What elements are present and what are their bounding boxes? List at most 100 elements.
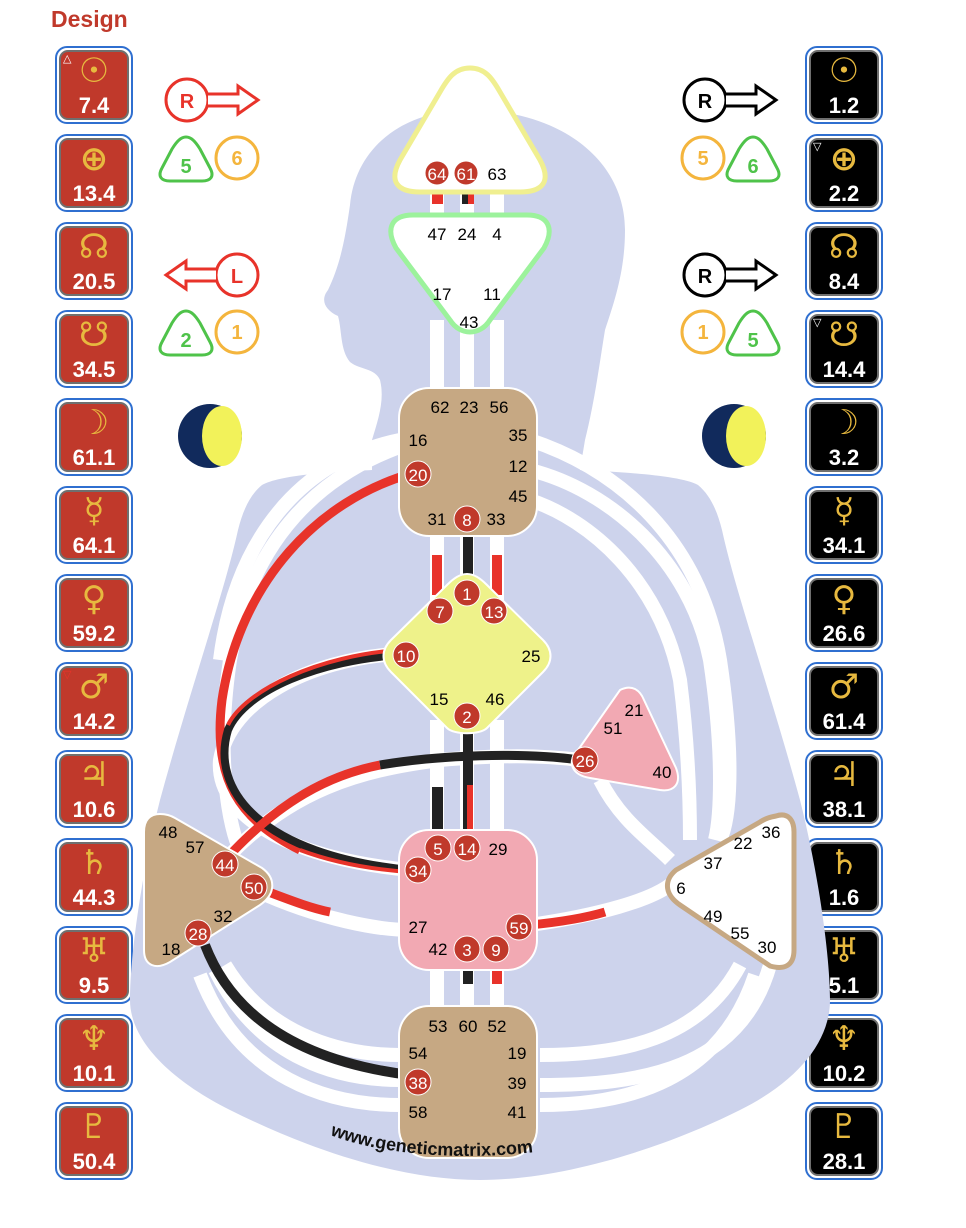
pluto-icon: ♇ bbox=[828, 1107, 860, 1147]
gate-18: 18 bbox=[162, 940, 181, 959]
gate-25: 25 bbox=[522, 647, 541, 666]
personality-uranus-value: 5.1 bbox=[828, 973, 860, 998]
heart-center[interactable]: 21 51 26 40 bbox=[570, 686, 679, 792]
design-pluto-tile[interactable]: ♇50.4 bbox=[55, 1102, 133, 1180]
gate-51: 51 bbox=[604, 719, 623, 738]
design-jupiter-tile[interactable]: ♃10.6 bbox=[55, 750, 133, 828]
design-top-arrow-letter: R bbox=[180, 91, 195, 113]
gate-19: 19 bbox=[508, 1044, 527, 1063]
personality-bottom-arrow[interactable]: R bbox=[682, 252, 779, 298]
gate-20: 20 bbox=[409, 466, 428, 485]
design-bottom-circle-value: 1 bbox=[231, 322, 242, 344]
personality-sun-tile[interactable]: ☉1.2 bbox=[805, 46, 883, 124]
sacral-center[interactable]: 5 14 29 34 27 59 42 3 9 bbox=[398, 829, 538, 971]
gate-13: 13 bbox=[485, 603, 504, 622]
personality-south-node-tile[interactable]: ▽☋14.4 bbox=[805, 310, 883, 388]
gate-39: 39 bbox=[508, 1074, 527, 1093]
design-uranus-value: 9.5 bbox=[78, 973, 110, 998]
personality-moon-tile[interactable]: ☽3.2 bbox=[805, 398, 883, 476]
gate-60: 60 bbox=[459, 1017, 478, 1036]
personality-jupiter-value: 38.1 bbox=[822, 797, 866, 822]
design-neptune-tile[interactable]: ♆10.1 bbox=[55, 1014, 133, 1092]
gate-40: 40 bbox=[653, 763, 672, 782]
design-venus-tile[interactable]: ♀59.2 bbox=[55, 574, 133, 652]
throat-center[interactable]: 62 23 56 16 35 12 20 45 31 8 33 bbox=[398, 387, 538, 537]
gate-11: 11 bbox=[483, 285, 501, 304]
sun-icon: ☉ bbox=[828, 51, 860, 91]
design-earth-tile[interactable]: ⊕13.4 bbox=[55, 134, 133, 212]
personality-saturn-tile[interactable]: ♄1.6 bbox=[805, 838, 883, 916]
gate-21: 21 bbox=[625, 701, 644, 720]
personality-venus-value: 26.6 bbox=[822, 621, 866, 646]
gate-54: 54 bbox=[409, 1044, 428, 1063]
personality-top-circle-value: 5 bbox=[697, 148, 708, 170]
saturn-icon: ♄ bbox=[828, 843, 860, 883]
g-center[interactable]: 1 7 13 10 25 15 2 46 bbox=[382, 572, 552, 735]
personality-mercury-tile[interactable]: ☿34.1 bbox=[805, 486, 883, 564]
design-jupiter-value: 10.6 bbox=[72, 797, 116, 822]
gate-16: 16 bbox=[409, 431, 428, 450]
design-earth-value: 13.4 bbox=[72, 181, 116, 206]
exalted-triangle-icon: △ bbox=[63, 52, 72, 65]
head-center[interactable]: 64 61 63 bbox=[392, 65, 548, 195]
gate-46: 46 bbox=[486, 690, 505, 709]
design-bottom-arrow[interactable]: L bbox=[163, 252, 260, 298]
design-north-node-tile[interactable]: ☊20.5 bbox=[55, 222, 133, 300]
personality-moon-value: 3.2 bbox=[828, 445, 860, 470]
moon-icon: ☽ bbox=[78, 403, 110, 443]
design-mars-tile[interactable]: ▽♂14.2 bbox=[55, 662, 133, 740]
venus-icon: ♀ bbox=[81, 579, 107, 619]
design-moon-tile[interactable]: ☽61.1 bbox=[55, 398, 133, 476]
root-center[interactable]: 53 60 52 54 19 38 39 58 41 bbox=[398, 1005, 538, 1159]
gate-64: 64 bbox=[428, 165, 447, 184]
design-south-node-tile[interactable]: ☋34.5 bbox=[55, 310, 133, 388]
gate-36: 36 bbox=[762, 823, 781, 842]
design-top-arrow[interactable]: R bbox=[164, 77, 261, 123]
personality-bottom-tone-color: 1 5 bbox=[680, 309, 781, 357]
gate-35: 35 bbox=[509, 426, 528, 445]
personality-mars-tile[interactable]: ♂61.4 bbox=[805, 662, 883, 740]
design-sun-tile[interactable]: △☉7.4 bbox=[55, 46, 133, 124]
personality-north-node-tile[interactable]: ☊8.4 bbox=[805, 222, 883, 300]
design-pluto-value: 50.4 bbox=[72, 1149, 116, 1174]
mars-icon: ♂ bbox=[828, 667, 860, 707]
gate-9: 9 bbox=[491, 941, 500, 960]
gate-32: 32 bbox=[214, 907, 233, 926]
design-sun-value: 7.4 bbox=[78, 93, 110, 118]
design-saturn-tile[interactable]: ♄44.3 bbox=[55, 838, 133, 916]
gate-6: 6 bbox=[676, 879, 685, 898]
personality-pluto-tile[interactable]: ♇28.1 bbox=[805, 1102, 883, 1180]
personality-jupiter-tile[interactable]: ♃38.1 bbox=[805, 750, 883, 828]
south-node-icon: ☋ bbox=[828, 315, 860, 355]
gate-3: 3 bbox=[462, 941, 471, 960]
gate-24: 24 bbox=[458, 225, 477, 244]
design-saturn-value: 44.3 bbox=[72, 885, 116, 910]
gate-8: 8 bbox=[462, 511, 471, 530]
jupiter-icon: ♃ bbox=[828, 755, 860, 795]
personality-pluto-value: 28.1 bbox=[822, 1149, 866, 1174]
personality-top-triangle-value: 6 bbox=[747, 156, 758, 178]
mars-icon: ♂ bbox=[78, 667, 110, 707]
design-mercury-value: 64.1 bbox=[72, 533, 116, 558]
uranus-icon: ♅ bbox=[78, 931, 110, 971]
gate-23: 23 bbox=[460, 398, 479, 417]
gate-63: 63 bbox=[488, 165, 507, 184]
gate-30: 30 bbox=[758, 938, 777, 957]
moon-icon: ☽ bbox=[828, 403, 860, 443]
design-moon-phase-icon bbox=[178, 404, 242, 468]
design-bottom-tone-color: 2 1 bbox=[158, 309, 260, 357]
ajna-center[interactable]: 47 24 4 17 11 43 bbox=[388, 212, 552, 335]
personality-bottom-circle-value: 1 bbox=[697, 322, 708, 344]
personality-venus-tile[interactable]: ♀26.6 bbox=[805, 574, 883, 652]
design-mercury-tile[interactable]: ☿64.1 bbox=[55, 486, 133, 564]
personality-earth-tile[interactable]: ▽⊕2.2 bbox=[805, 134, 883, 212]
personality-top-arrow[interactable]: R bbox=[682, 77, 779, 123]
personality-moon-phase-icon bbox=[702, 404, 766, 468]
personality-top-arrow-letter: R bbox=[698, 91, 713, 113]
design-mars-value: 14.2 bbox=[72, 709, 116, 734]
solar-plexus-center[interactable]: 36 22 37 6 49 55 30 bbox=[665, 812, 797, 970]
gate-41: 41 bbox=[508, 1103, 527, 1122]
spleen-center[interactable]: 48 57 44 50 32 28 18 bbox=[143, 812, 274, 967]
gate-61: 61 bbox=[457, 165, 476, 184]
